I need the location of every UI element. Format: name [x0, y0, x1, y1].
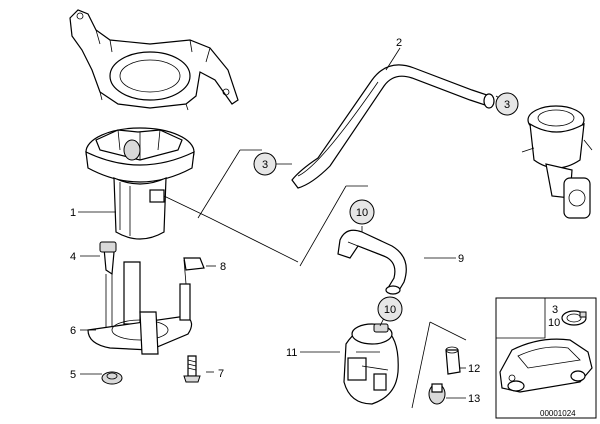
- callout-13: 13: [468, 393, 480, 405]
- clamp-icon: [561, 310, 587, 326]
- callout-6: 6: [70, 325, 76, 337]
- pump-support: [87, 241, 205, 355]
- callout-10-lower: 10: [377, 296, 403, 322]
- nut: [101, 371, 123, 385]
- svg-text:10: 10: [384, 304, 396, 316]
- callout-9: 9: [458, 253, 464, 265]
- plug: [428, 383, 446, 405]
- callout-7: 7: [218, 368, 224, 380]
- air-valve: [521, 105, 593, 219]
- car-illustration: [499, 338, 593, 393]
- callout-8: 8: [220, 261, 226, 273]
- bolt: [183, 355, 201, 383]
- inset-callout-3: 3: [552, 304, 558, 316]
- svg-text:3: 3: [504, 99, 510, 111]
- svg-text:3: 3: [262, 159, 268, 171]
- callout-12: 12: [468, 363, 480, 375]
- callout-10-upper: 10: [349, 199, 375, 225]
- canister: [343, 323, 399, 405]
- inset-panel: 3 10: [495, 297, 597, 419]
- connector: [445, 346, 461, 375]
- callout-2: 2: [396, 37, 402, 49]
- diagram-code: 00001024: [540, 409, 576, 418]
- callout-3-pump-hose: 3: [253, 152, 277, 176]
- callout-3-valve: 3: [495, 92, 519, 116]
- callout-11: 11: [286, 347, 297, 359]
- callout-4: 4: [70, 251, 76, 263]
- hose-lower: [337, 229, 407, 295]
- svg-text:10: 10: [356, 207, 368, 219]
- inset-callout-10: 10: [548, 317, 560, 329]
- hose: [291, 64, 495, 189]
- callout-1: 1: [70, 207, 76, 219]
- leader-lines: [78, 47, 466, 399]
- callout-5: 5: [70, 369, 76, 381]
- mounting-bracket: [69, 9, 239, 111]
- air-pump: [85, 127, 299, 263]
